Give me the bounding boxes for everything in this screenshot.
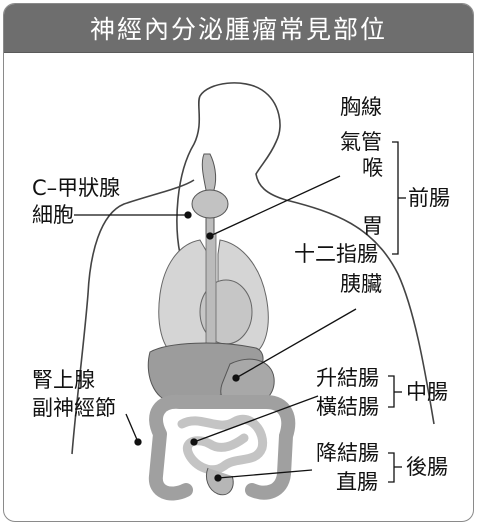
label-midgut: 中腸 [406,380,448,404]
label-transverse-colon: 橫結腸 [316,395,379,419]
adrenal-leader [126,414,138,442]
label-ascending-colon: 升結腸 [316,366,379,390]
thyroid [192,190,228,218]
label-descending-colon: 降結腸 [316,441,379,465]
label-duodenum: 十二指腸 [294,242,378,266]
airway-dot [207,233,213,239]
airway-leader [210,176,340,236]
label-rectum: 直腸 [336,470,378,494]
label-bronchus: 氣管 [340,130,382,154]
rectum-leader [218,470,312,478]
pancreas-dot [233,375,239,381]
label-adrenal-line1: 腎上腺 [32,368,95,392]
diagram-card: 神經內分泌腫瘤常見部位 [3,3,474,522]
midgut-bracket [388,376,394,407]
label-larynx: 喉 [362,156,383,180]
label-c-cell-line1: C–甲狀腺 [32,176,120,200]
foregut-bracket [392,142,398,254]
label-c-cell-line2: 細胞 [32,203,74,227]
colon-dot [191,439,197,445]
label-adrenal-line2: 副神經節 [32,396,116,420]
label-thymus: 胸線 [340,95,382,119]
label-stomach: 胃 [362,214,383,238]
rectum-dot [215,475,221,481]
c-cell-dot [185,212,191,218]
left-lung [159,240,208,357]
adrenal-dot [135,439,141,445]
label-foregut: 前腸 [408,186,450,210]
hindgut-bracket [388,453,394,482]
label-hindgut: 後腸 [406,455,448,479]
anatomy-illustration [4,4,473,521]
rectum-shape [206,468,233,495]
label-pancreas: 胰臟 [340,272,382,296]
esophagus [206,234,216,344]
